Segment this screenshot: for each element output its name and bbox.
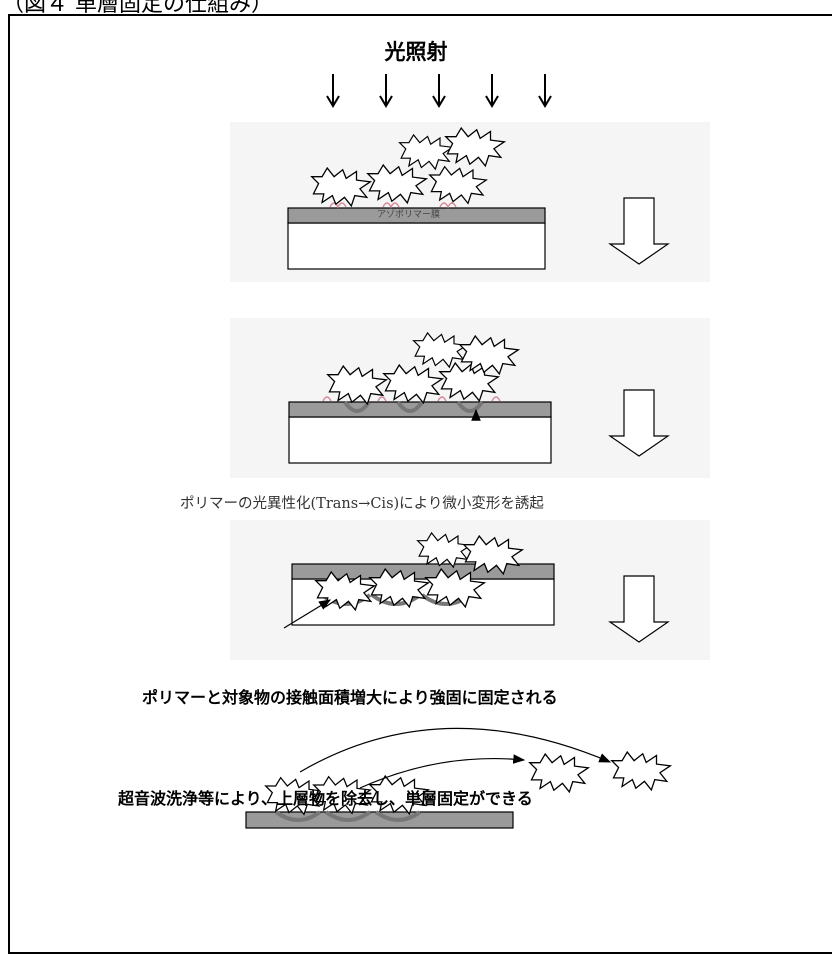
down-arrow-icon [432, 74, 446, 108]
deformation-bulges [343, 400, 484, 413]
substrate [287, 222, 546, 270]
step3-note: ポリマーと対象物の接触面積増大により強固に固定される [142, 688, 558, 707]
contact-points [322, 396, 501, 402]
substrate [288, 416, 552, 464]
polymer-layer [287, 207, 546, 224]
down-arrow-icon [485, 74, 499, 108]
step4-panel [245, 727, 671, 829]
azo-polymer-layer-label: アゾポリマー膜 [377, 210, 441, 220]
removal-arrow [359, 754, 526, 789]
light-irradiation-label: 光照射 [384, 40, 448, 64]
down-arrow-icon [538, 74, 552, 108]
step2-note: ポリマーの光異性化(Trans→Cis)により微小変形を誘起 [180, 496, 544, 512]
step3-panel [230, 520, 710, 660]
down-arrow-icon [379, 74, 393, 108]
down-arrow-icon [326, 74, 340, 108]
contact-points [329, 202, 457, 209]
figure-caption: （図４ 単層固定の仕組み） [2, 0, 273, 17]
step4-note: 超音波洗浄等により、上層物を除去し、単層固定ができる [118, 789, 533, 808]
process-arrow-icon [608, 389, 670, 457]
light-arrows [326, 74, 552, 108]
process-arrow-icon [608, 575, 670, 643]
embedded-contact [274, 810, 422, 822]
removal-arrow [299, 727, 612, 773]
process-arrow-icon [608, 197, 670, 265]
step2-panel [230, 318, 710, 478]
